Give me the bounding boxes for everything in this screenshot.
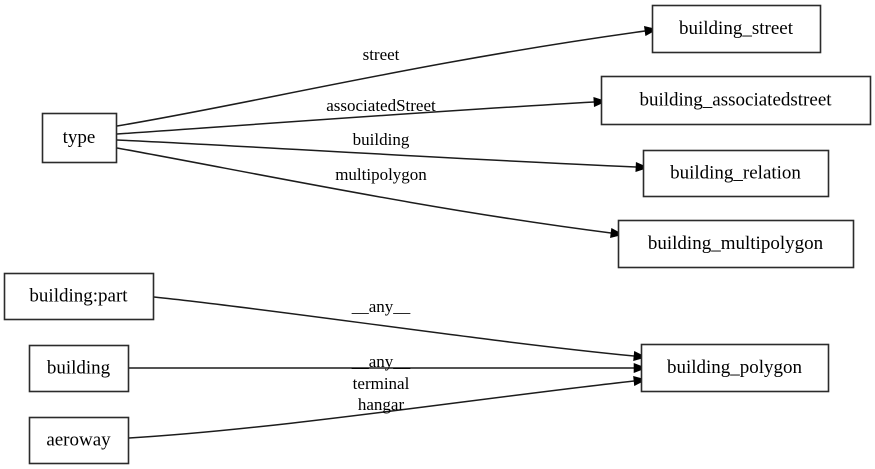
node-box[interactable] bbox=[3, 272, 155, 321]
edge-type-multipolygon bbox=[116, 147, 624, 238]
arrowhead-icon bbox=[633, 362, 647, 374]
node-label: building:part bbox=[29, 285, 128, 306]
edge-buildingpart-any bbox=[153, 296, 647, 361]
node-label: building_street bbox=[679, 18, 794, 39]
edges-layer bbox=[116, 26, 658, 439]
node-box[interactable] bbox=[651, 4, 822, 54]
edge-label-type-multipolygon: multipolygon bbox=[335, 165, 427, 184]
node-box[interactable] bbox=[642, 149, 830, 198]
node-box[interactable] bbox=[600, 75, 872, 126]
arrowhead-icon bbox=[635, 161, 649, 173]
edge-label-buildingpart-any: __any__ bbox=[351, 297, 411, 316]
arrowhead-icon bbox=[633, 376, 647, 387]
node-label: building_associatedstreet bbox=[639, 89, 832, 110]
edge-line bbox=[116, 147, 612, 234]
node-type[interactable]: type bbox=[41, 112, 118, 164]
node-label: building_relation bbox=[670, 162, 801, 183]
node-building_multipolygon[interactable]: building_multipolygon bbox=[617, 219, 855, 269]
nodes-layer: type building_street building_associatedst… bbox=[3, 4, 872, 465]
node-box[interactable] bbox=[41, 112, 118, 164]
edge-type-building bbox=[116, 139, 649, 173]
node-label: building_polygon bbox=[667, 357, 803, 378]
node-aeroway[interactable]: aeroway bbox=[28, 416, 130, 465]
node-box[interactable] bbox=[28, 344, 130, 393]
edge-type-associatedstreet bbox=[116, 96, 607, 135]
edge-line bbox=[128, 380, 635, 439]
node-building_relation[interactable]: building_relation bbox=[642, 149, 830, 198]
node-building_associatedstreet[interactable]: building_associatedstreet bbox=[600, 75, 872, 126]
edge-building-any bbox=[129, 362, 647, 374]
node-building_part[interactable]: building:part bbox=[3, 272, 155, 321]
node-building_street[interactable]: building_street bbox=[651, 4, 822, 54]
edge-line bbox=[116, 101, 595, 135]
node-box[interactable] bbox=[640, 343, 830, 393]
edge-label-type-building: building bbox=[353, 130, 410, 149]
edge-line bbox=[116, 139, 637, 168]
node-label: aeroway bbox=[46, 429, 111, 450]
edge-line bbox=[116, 30, 646, 127]
arrowhead-icon bbox=[633, 350, 647, 361]
node-box[interactable] bbox=[617, 219, 855, 269]
edge-label-building-any: __any__ bbox=[351, 352, 411, 371]
node-building[interactable]: building bbox=[28, 344, 130, 393]
edge-labels-layer: street associatedStreet building multipolyg… bbox=[326, 45, 436, 414]
edge-aeroway-terminal-hangar bbox=[128, 376, 647, 439]
node-label: type bbox=[63, 127, 96, 148]
edge-label-type-street: street bbox=[363, 45, 400, 64]
edge-label-type-associatedstreet: associatedStreet bbox=[326, 96, 436, 115]
node-building_polygon[interactable]: building_polygon bbox=[640, 343, 830, 393]
arrowhead-icon bbox=[593, 96, 607, 108]
node-label: building_multipolygon bbox=[648, 233, 824, 254]
node-box[interactable] bbox=[28, 416, 130, 465]
edge-line bbox=[153, 296, 635, 357]
node-label: building bbox=[47, 357, 111, 378]
